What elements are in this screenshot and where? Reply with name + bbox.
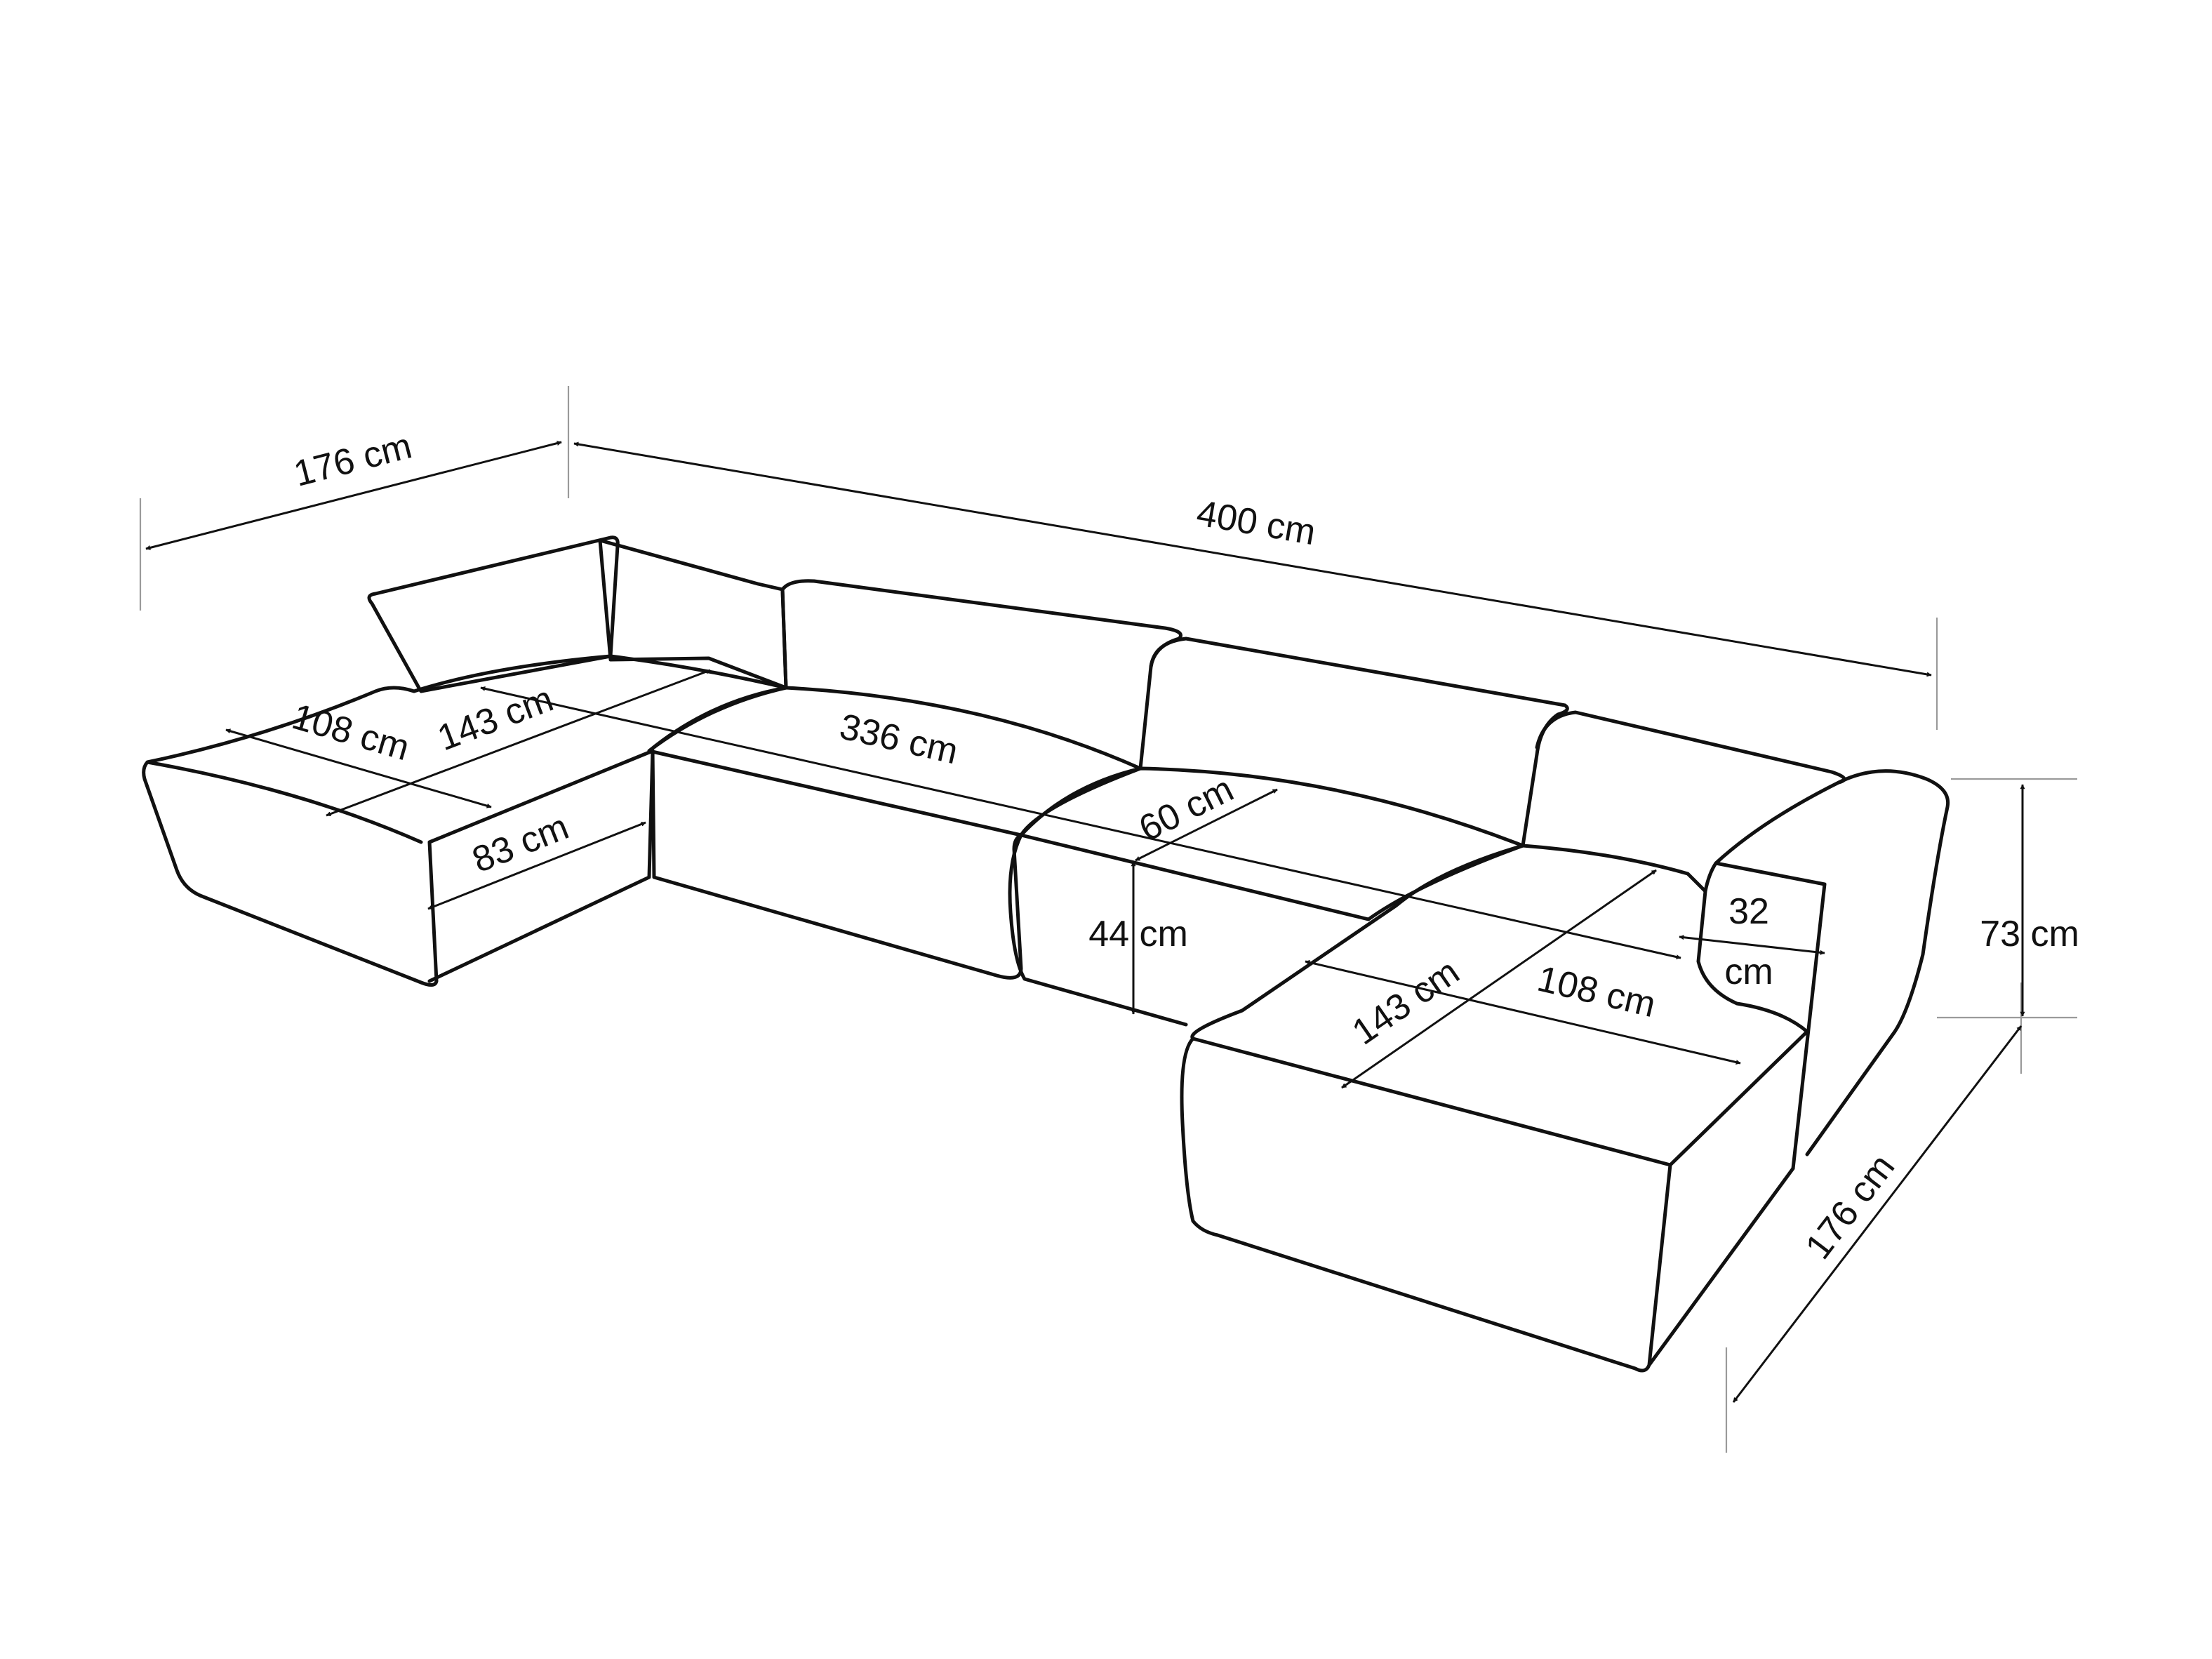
seat-width-arrow [480, 686, 1681, 960]
chaise-length-right-label: 143 cm [1345, 952, 1467, 1053]
chaise-width-left-label: 83 cm [467, 806, 574, 881]
total-width-arrow [573, 441, 1932, 677]
seat-width-label: 336 cm [836, 706, 961, 772]
chaise-depth-left-label: 108 cm [288, 696, 414, 768]
chaise-depth-right-arrow [1305, 960, 1741, 1065]
left-back-cushion [598, 538, 788, 690]
seat-depth-label: 60 cm [1133, 768, 1240, 849]
right-chaise [1180, 844, 1809, 1373]
dimension-arrows [145, 441, 2025, 1403]
chaise-depth-right-label: 108 cm [1533, 959, 1659, 1025]
right-back-cushion [1535, 710, 1846, 785]
total-height-label: 73 cm [1980, 914, 2079, 954]
depth-left-arrow [145, 441, 562, 550]
seat-height-label: 44 cm [1088, 914, 1188, 954]
armrest-width-value-label: 32 [1728, 891, 1769, 932]
armrest-width-arrow [1679, 935, 1825, 955]
left-armrest [367, 535, 620, 693]
total-width-label: 400 cm [1194, 493, 1319, 553]
armrest-width-unit-label: cm [1724, 952, 1773, 992]
depth-right-arrow [1732, 1025, 2023, 1403]
sofa-outline [142, 535, 1950, 1373]
left-chaise [142, 654, 788, 987]
seat-depth-arrow [1135, 788, 1278, 862]
